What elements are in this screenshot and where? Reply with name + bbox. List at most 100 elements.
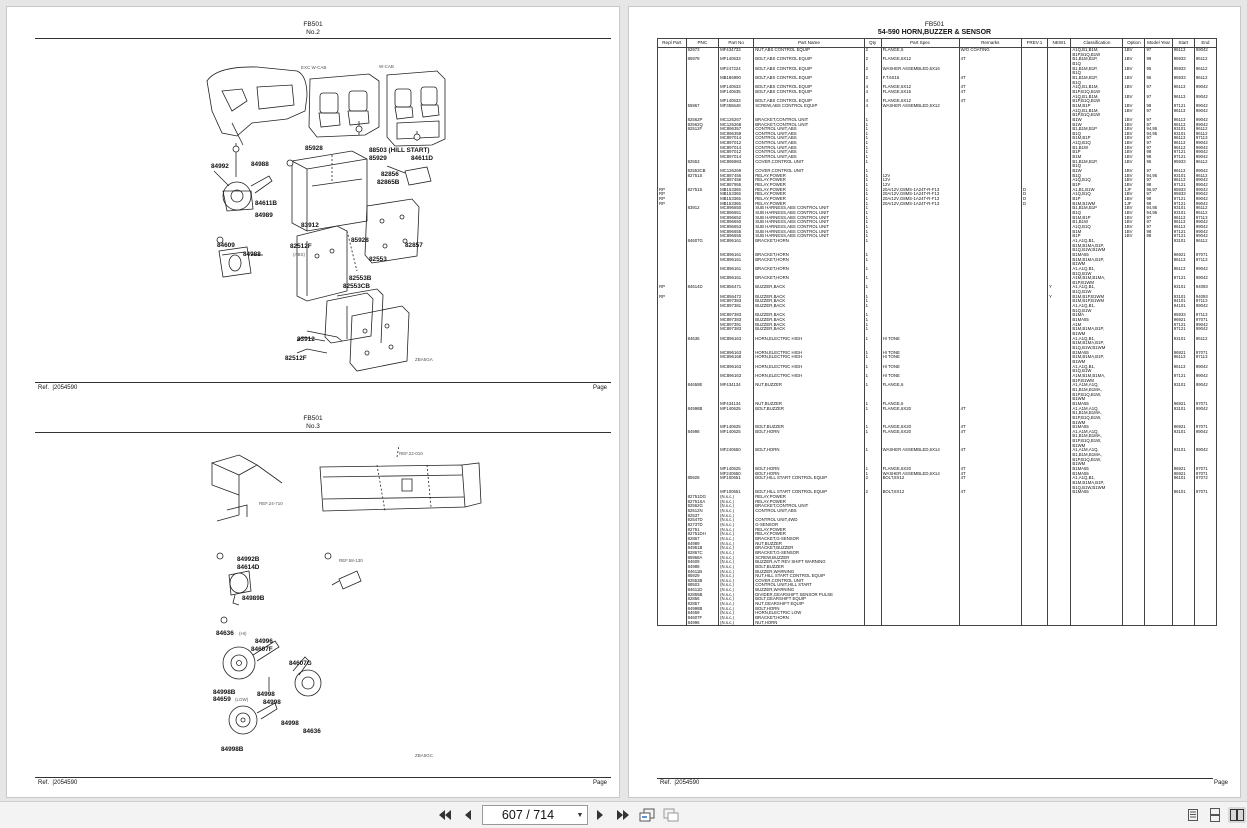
table-cell <box>753 243 865 249</box>
table-cell <box>753 290 865 295</box>
table-cell <box>1046 266 1072 272</box>
table-cell <box>1046 141 1072 146</box>
callout-hi: (HI) <box>239 631 247 636</box>
table-cell <box>1144 443 1173 449</box>
table-cell: HORN,ELECTRIC HIGH <box>753 373 865 379</box>
table-cell <box>1046 71 1072 76</box>
table-cell: CONTROL UNIT,ABS <box>753 155 865 160</box>
table-cell <box>958 206 1022 211</box>
table-cell <box>958 546 1022 551</box>
last-page-button[interactable] <box>614 807 632 823</box>
callout: 84609 <box>217 242 235 249</box>
column-header: Option <box>1122 38 1146 48</box>
table-cell <box>1020 620 1048 627</box>
table-cell <box>1046 318 1072 323</box>
table-cell <box>958 173 1022 179</box>
table-cell <box>1046 536 1072 542</box>
table-cell <box>1046 616 1072 621</box>
table-cell <box>657 210 687 216</box>
table-cell <box>1046 411 1072 416</box>
table-cell <box>657 276 687 281</box>
table-cell <box>1046 192 1072 197</box>
prev-page-button[interactable] <box>459 807 477 823</box>
single-page-view-button[interactable] <box>1184 807 1202 823</box>
table-cell: 97 <box>1144 178 1173 184</box>
table-cell <box>1193 518 1218 523</box>
continuous-view-button[interactable] <box>1206 807 1224 823</box>
table-cell <box>1046 85 1072 90</box>
table-cell: NUT,GEARSHIFT EQUIP <box>753 602 865 607</box>
diagram-code-top: ZBA5GA <box>415 357 433 362</box>
table-cell <box>958 495 1022 500</box>
table-cell <box>1144 620 1173 627</box>
table-cell <box>1193 262 1218 267</box>
table-cell: 94,95 <box>1144 210 1173 216</box>
table-cell <box>657 355 687 360</box>
table-cell: 95 <box>1144 159 1173 165</box>
table-cell <box>958 318 1022 323</box>
table-cell: 97 <box>1144 47 1173 53</box>
table-cell <box>657 308 687 314</box>
table-cell <box>657 532 687 537</box>
table-cell <box>1046 467 1072 472</box>
table-cell <box>958 257 1022 263</box>
table-row: 82512N(N.s.c.)CONTROL UNIT,ABS <box>657 508 1218 514</box>
viewer-toolbar: 607 / 714 ▼ <box>0 801 1247 828</box>
footer-rule <box>35 777 611 778</box>
table-cell <box>1046 243 1072 249</box>
table-row: 85968A(N.s.c.)SCREW,BUZZER <box>657 555 1218 561</box>
next-page-button[interactable] <box>591 807 609 823</box>
table-cell <box>1144 257 1173 263</box>
table-cell <box>657 341 687 346</box>
table-cell <box>1046 406 1072 412</box>
chevron-down-icon: ▼ <box>576 811 584 819</box>
back-view-button[interactable] <box>638 807 656 823</box>
table-cell <box>753 420 865 426</box>
table-cell: BOLT,BUZZER <box>753 425 865 430</box>
table-cell <box>1144 462 1173 468</box>
table-cell <box>657 583 687 589</box>
callout-wcab: W-CAB <box>379 64 394 69</box>
table-cell: 4T <box>958 448 1022 454</box>
forward-view-button[interactable] <box>662 807 680 823</box>
table-cell <box>657 490 687 495</box>
table-cell <box>1046 457 1072 463</box>
table-cell <box>1046 280 1072 286</box>
table-cell <box>657 164 687 170</box>
table-cell <box>1046 94 1072 100</box>
table-row: B1Q,B1W <box>657 308 1218 314</box>
first-page-button[interactable] <box>436 807 454 823</box>
table-cell <box>1144 318 1173 323</box>
table-cell <box>657 350 687 356</box>
table-cell: 97071 <box>1193 471 1218 477</box>
table-cell <box>753 443 865 449</box>
table-cell <box>1144 569 1173 575</box>
table-cell <box>1144 276 1173 281</box>
table-cell: 97 <box>1144 192 1173 197</box>
table-cell <box>657 313 687 319</box>
table-cell <box>753 113 865 118</box>
table-cell: RELAY,POWER <box>753 178 865 184</box>
back-view-icon <box>639 808 655 822</box>
table-cell: 99042 <box>1193 276 1218 281</box>
table-cell <box>1046 61 1072 67</box>
table-row: B1Q <box>657 80 1218 86</box>
table-cell <box>657 555 687 561</box>
table-cell <box>1144 522 1173 528</box>
table-cell <box>1046 504 1072 509</box>
table-cell <box>1144 560 1173 565</box>
two-page-view-button[interactable] <box>1228 807 1246 823</box>
table-cell: HORN,ELECTRIC HIGH <box>753 336 865 342</box>
table-cell: SUB HARNESS,ABS CONTROL UNIT <box>753 220 865 225</box>
table-cell <box>1193 555 1218 561</box>
page-number-select[interactable]: 607 / 714 ▼ <box>482 805 588 825</box>
table-cell: 97 <box>1144 220 1173 225</box>
table-cell <box>753 280 865 286</box>
